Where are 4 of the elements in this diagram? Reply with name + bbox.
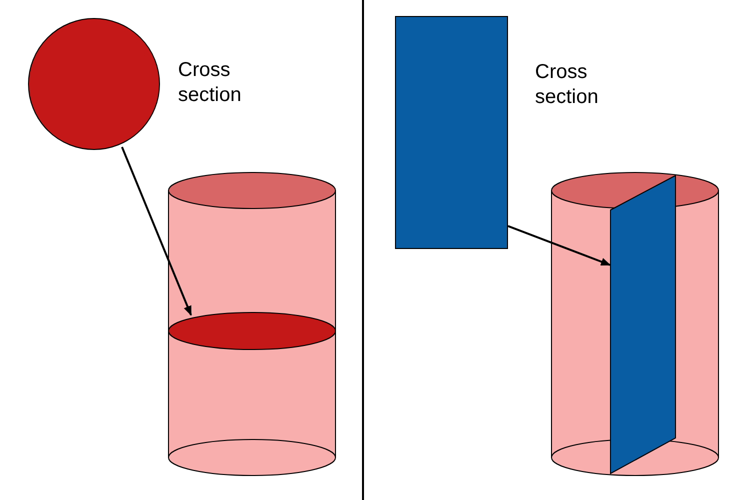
- arrow: [508, 225, 611, 266]
- label-text: Cross section: [535, 60, 600, 110]
- label-text: Cross section: [178, 58, 242, 108]
- arrow: [121, 146, 192, 316]
